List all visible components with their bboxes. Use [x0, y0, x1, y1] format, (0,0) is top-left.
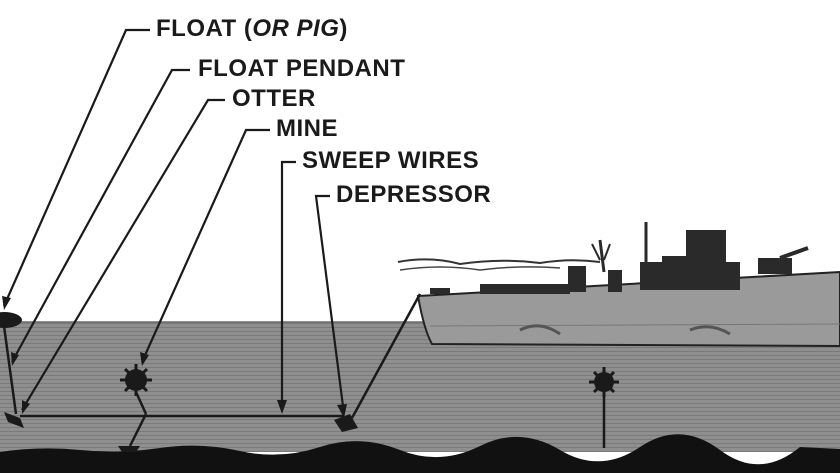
leader-float [2, 28, 150, 307]
seabed [0, 434, 840, 473]
label-float: FLOAT (OR PIG) [156, 16, 348, 42]
label-sweep-wires: SWEEP WIRES [302, 147, 480, 174]
mine-icon [589, 367, 619, 448]
float-icon [0, 312, 22, 328]
mine-icon [118, 364, 152, 452]
label-mine: MINE [276, 115, 338, 142]
float-pendant-line [2, 325, 18, 415]
leader-float-pendant [11, 68, 190, 363]
otter-icon [4, 412, 24, 428]
leader-lines [2, 28, 346, 415]
leader-sweep-wires [280, 160, 296, 410]
leader-otter [21, 98, 225, 411]
depressor-icon [334, 414, 358, 432]
label-otter: OTTER [232, 85, 316, 112]
arrowheads [2, 296, 347, 418]
label-float-suffix: ) [339, 15, 348, 42]
label-float-pendant: FLOAT PENDANT [198, 55, 406, 82]
leader-mine [140, 128, 270, 363]
label-float-italic: OR PIG [252, 15, 340, 42]
label-depressor: DEPRESSOR [336, 181, 492, 208]
ship-icon [397, 222, 840, 348]
leader-depressor [314, 194, 346, 415]
tow-wire-line [350, 293, 422, 419]
label-float-text: FLOAT ( [156, 15, 253, 42]
